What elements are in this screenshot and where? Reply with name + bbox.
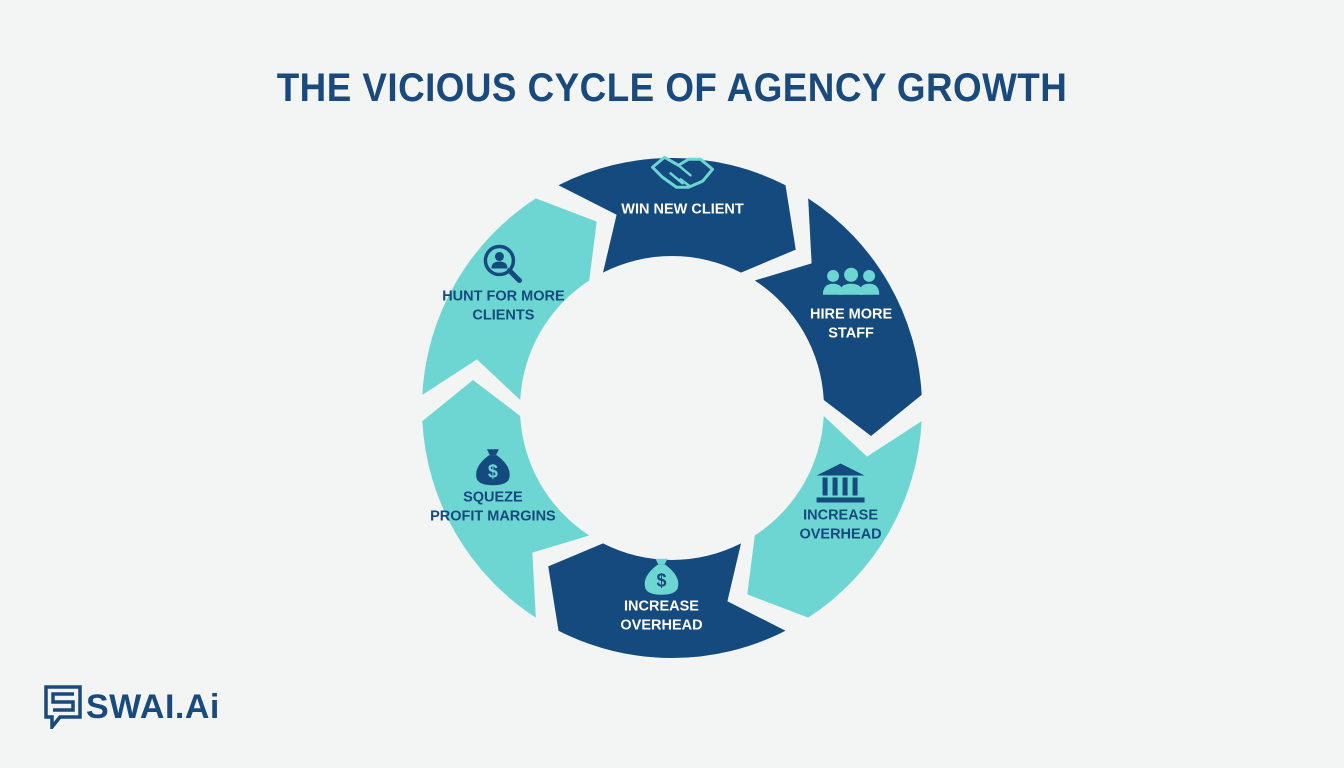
search-person-icon: [483, 244, 522, 284]
segment-label: PROFIT MARGINS: [430, 508, 556, 524]
segment-label: CLIENTS: [472, 308, 534, 324]
segment-shape: [422, 198, 597, 401]
handshake-icon: [651, 155, 715, 189]
money-bag-icon: $: [644, 558, 679, 595]
brand-logo[interactable]: SWAI.Ai: [44, 684, 220, 730]
logo-text: SWAI.Ai: [86, 687, 220, 726]
cycle-segment: WIN NEW CLIENT: [558, 155, 796, 273]
segment-shape: [422, 380, 590, 618]
segment-label: STAFF: [828, 326, 874, 342]
team-icon: [822, 267, 880, 295]
segment-shape: [548, 543, 786, 659]
segment-label: INCREASE: [624, 599, 699, 615]
cycle-segment: HIRE MORE STAFF: [754, 198, 922, 436]
svg-text:$: $: [656, 571, 666, 591]
money-bag-icon: $: [476, 449, 510, 486]
segment-shape: [747, 415, 922, 618]
segment-shape: [558, 158, 796, 273]
segment-label: HIRE MORE: [810, 307, 893, 323]
page-title: THE VICIOUS CYCLE OF AGENCY GROWTH: [276, 66, 1068, 110]
segment-shape: [754, 198, 922, 436]
bank-icon: [816, 463, 865, 503]
cycle-segment: HUNT FOR MORE CLIENTS: [422, 198, 597, 401]
cycle-segment: $ SQUEZE PROFIT MARGINS: [422, 380, 590, 618]
swai-logo-icon: [44, 685, 82, 729]
segment-label: WIN NEW CLIENT: [621, 201, 744, 217]
cycle-segment: $ INCREASE OVERHEAD: [548, 543, 786, 659]
segment-label: SQUEZE: [463, 489, 523, 505]
segment-label: INCREASE: [803, 507, 878, 523]
segment-label: OVERHEAD: [799, 526, 881, 542]
cycle-segment: INCREASE OVERHEAD: [747, 415, 922, 618]
segment-label: HUNT FOR MORE: [442, 289, 565, 305]
svg-text:$: $: [488, 461, 498, 481]
segment-label: OVERHEAD: [620, 618, 702, 634]
